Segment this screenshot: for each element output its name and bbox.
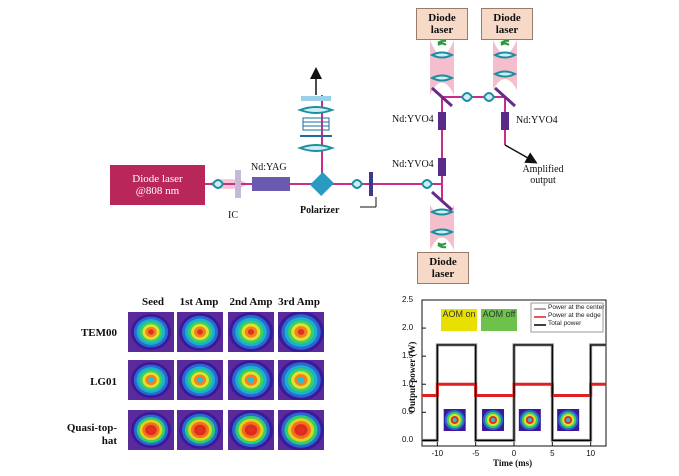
beam-inset-ring (491, 418, 496, 422)
nd-yvo4-lower-left-label: Nd:YVO4 (392, 159, 434, 170)
y-tick-label: 1.0 (402, 379, 414, 389)
beam-profile-tile (228, 360, 274, 400)
nd-yvo4-upper-left-label: Nd:YVO4 (392, 114, 434, 125)
row-label-tem00: TEM00 (80, 327, 117, 339)
x-tick-label: 10 (586, 449, 596, 458)
series-line-3 (422, 344, 606, 441)
nd-yag-crystal (252, 177, 290, 191)
fiber-coils (437, 39, 510, 249)
y-tick-label: 0.0 (402, 435, 414, 445)
pump-diode-laser: Diode laser @808 nm (110, 165, 205, 205)
x-tick-label: 0 (511, 449, 517, 458)
beam-profile-tile (177, 410, 223, 450)
aom-stack (300, 96, 332, 137)
amplified-output-label: Amplified output (522, 164, 564, 186)
beam-inset-ring (527, 418, 532, 422)
y-tick-label: 1.5 (402, 351, 414, 361)
y-tick-label: 2.5 (402, 295, 414, 304)
beam-profile-tile (128, 410, 174, 450)
col-header-2nd-amp: 2nd Amp (229, 296, 273, 308)
lenses (211, 51, 518, 236)
beam-inset-ring (566, 418, 571, 422)
x-tick-label: -5 (472, 449, 480, 458)
col-header-1st-amp: 1st Amp (179, 296, 219, 308)
beam-profile-tile (128, 360, 174, 400)
nd-yag-label: Nd:YAG (251, 162, 287, 173)
diode-laser-bottom: Diode laser (417, 252, 469, 284)
legend-label: Power at the center (548, 304, 605, 311)
beam-profile-tile (278, 312, 324, 352)
y-tick-label: 2.0 (402, 323, 414, 333)
nd-yvo4-crystals (438, 112, 509, 176)
mirrors (430, 86, 517, 212)
chart-xlabel: Time (ms) (493, 458, 533, 468)
annotation-aom-on: AOM on (441, 309, 477, 331)
polarizer-cube (309, 171, 335, 197)
diode-laser-top-right: Diode laser (481, 8, 533, 40)
legend-label: Total power (548, 320, 582, 327)
row-label-quasi-top-hat: Quasi-top-hat (66, 422, 117, 447)
diode-laser-top-left: Diode laser (416, 8, 468, 40)
polarizer-label: Polarizer (300, 205, 340, 216)
beam-inset-ring (452, 418, 457, 422)
x-tick-label: -10 (431, 449, 444, 458)
y-tick-label: 0.5 (402, 407, 414, 417)
beam-profile-tile (177, 312, 223, 352)
ic-plate (235, 170, 241, 198)
beam-profile-tile (228, 410, 274, 450)
legend-label: Power at the edge (548, 312, 601, 319)
annotation-aom-off: AOM off (481, 309, 517, 331)
x-tick-label: 5 (550, 449, 555, 458)
beam-profile-tile (128, 312, 174, 352)
amplified-output-arrow (504, 144, 538, 164)
beam-profile-tile (278, 410, 324, 450)
ic-label: IC (228, 210, 238, 221)
beam-profile-tile (278, 360, 324, 400)
wave-plate (369, 172, 373, 196)
col-header-3rd-amp: 3rd Amp (278, 296, 320, 308)
beam-profile-tile (228, 312, 274, 352)
nd-yvo4-right-label: Nd:YVO4 (516, 115, 558, 126)
row-label-lg01: LG01 (90, 376, 117, 388)
col-header-seed: Seed (142, 296, 164, 308)
beam-profile-tile (177, 360, 223, 400)
